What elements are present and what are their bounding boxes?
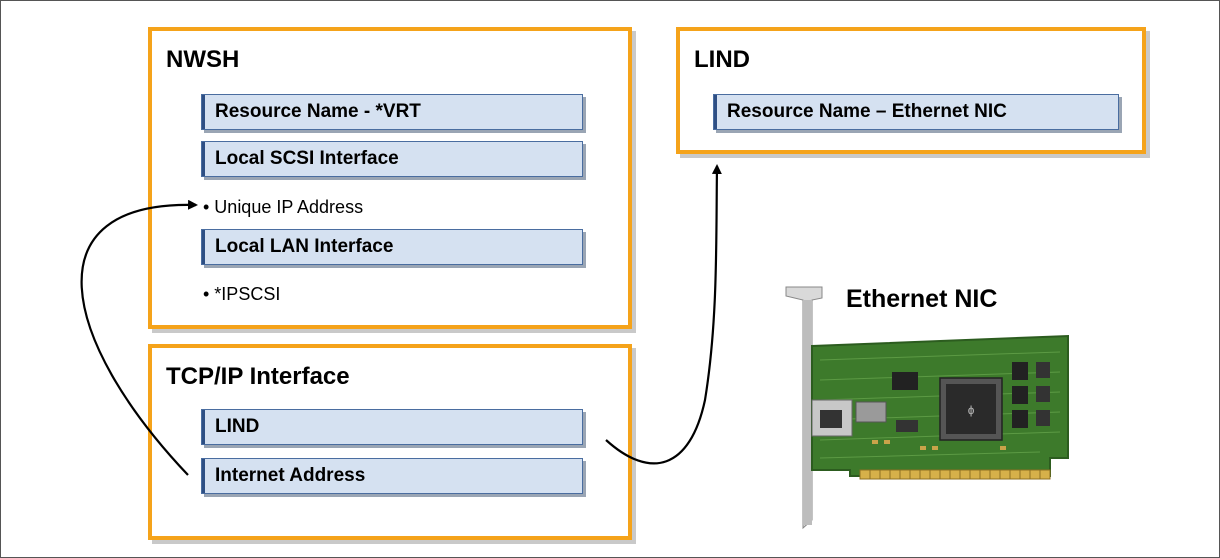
arrow-tcpip-lind-to-lind-box [605, 164, 722, 465]
nwsh-title: NWSH [166, 46, 240, 73]
tcpip-lind-field: LIND [201, 409, 583, 445]
nwsh-ipscsi-bullet: • *IPSCSI [203, 284, 281, 304]
ethernet-nic-card-icon: ɸ [785, 286, 1069, 530]
arrow-internet-address-to-unique-ip [80, 199, 198, 476]
lind-box [676, 27, 1146, 154]
nwsh-local-lan-interface-field: Local LAN Interface [201, 229, 583, 265]
tcpip-title: TCP/IP Interface [166, 363, 350, 390]
nwsh-resource-name-field: Resource Name - *VRT [201, 94, 583, 130]
lind-resource-name-field: Resource Name – Ethernet NIC [713, 94, 1119, 130]
nwsh-local-scsi-interface-field: Local SCSI Interface [201, 141, 583, 177]
lind-title: LIND [694, 46, 750, 73]
svg-text:ɸ: ɸ [968, 403, 975, 417]
nwsh-box [148, 27, 632, 329]
tcpip-internet-address-field: Internet Address [201, 458, 583, 494]
ethernet-nic-label: Ethernet NIC [846, 285, 998, 313]
nwsh-unique-ip-bullet: • Unique IP Address [203, 197, 364, 217]
